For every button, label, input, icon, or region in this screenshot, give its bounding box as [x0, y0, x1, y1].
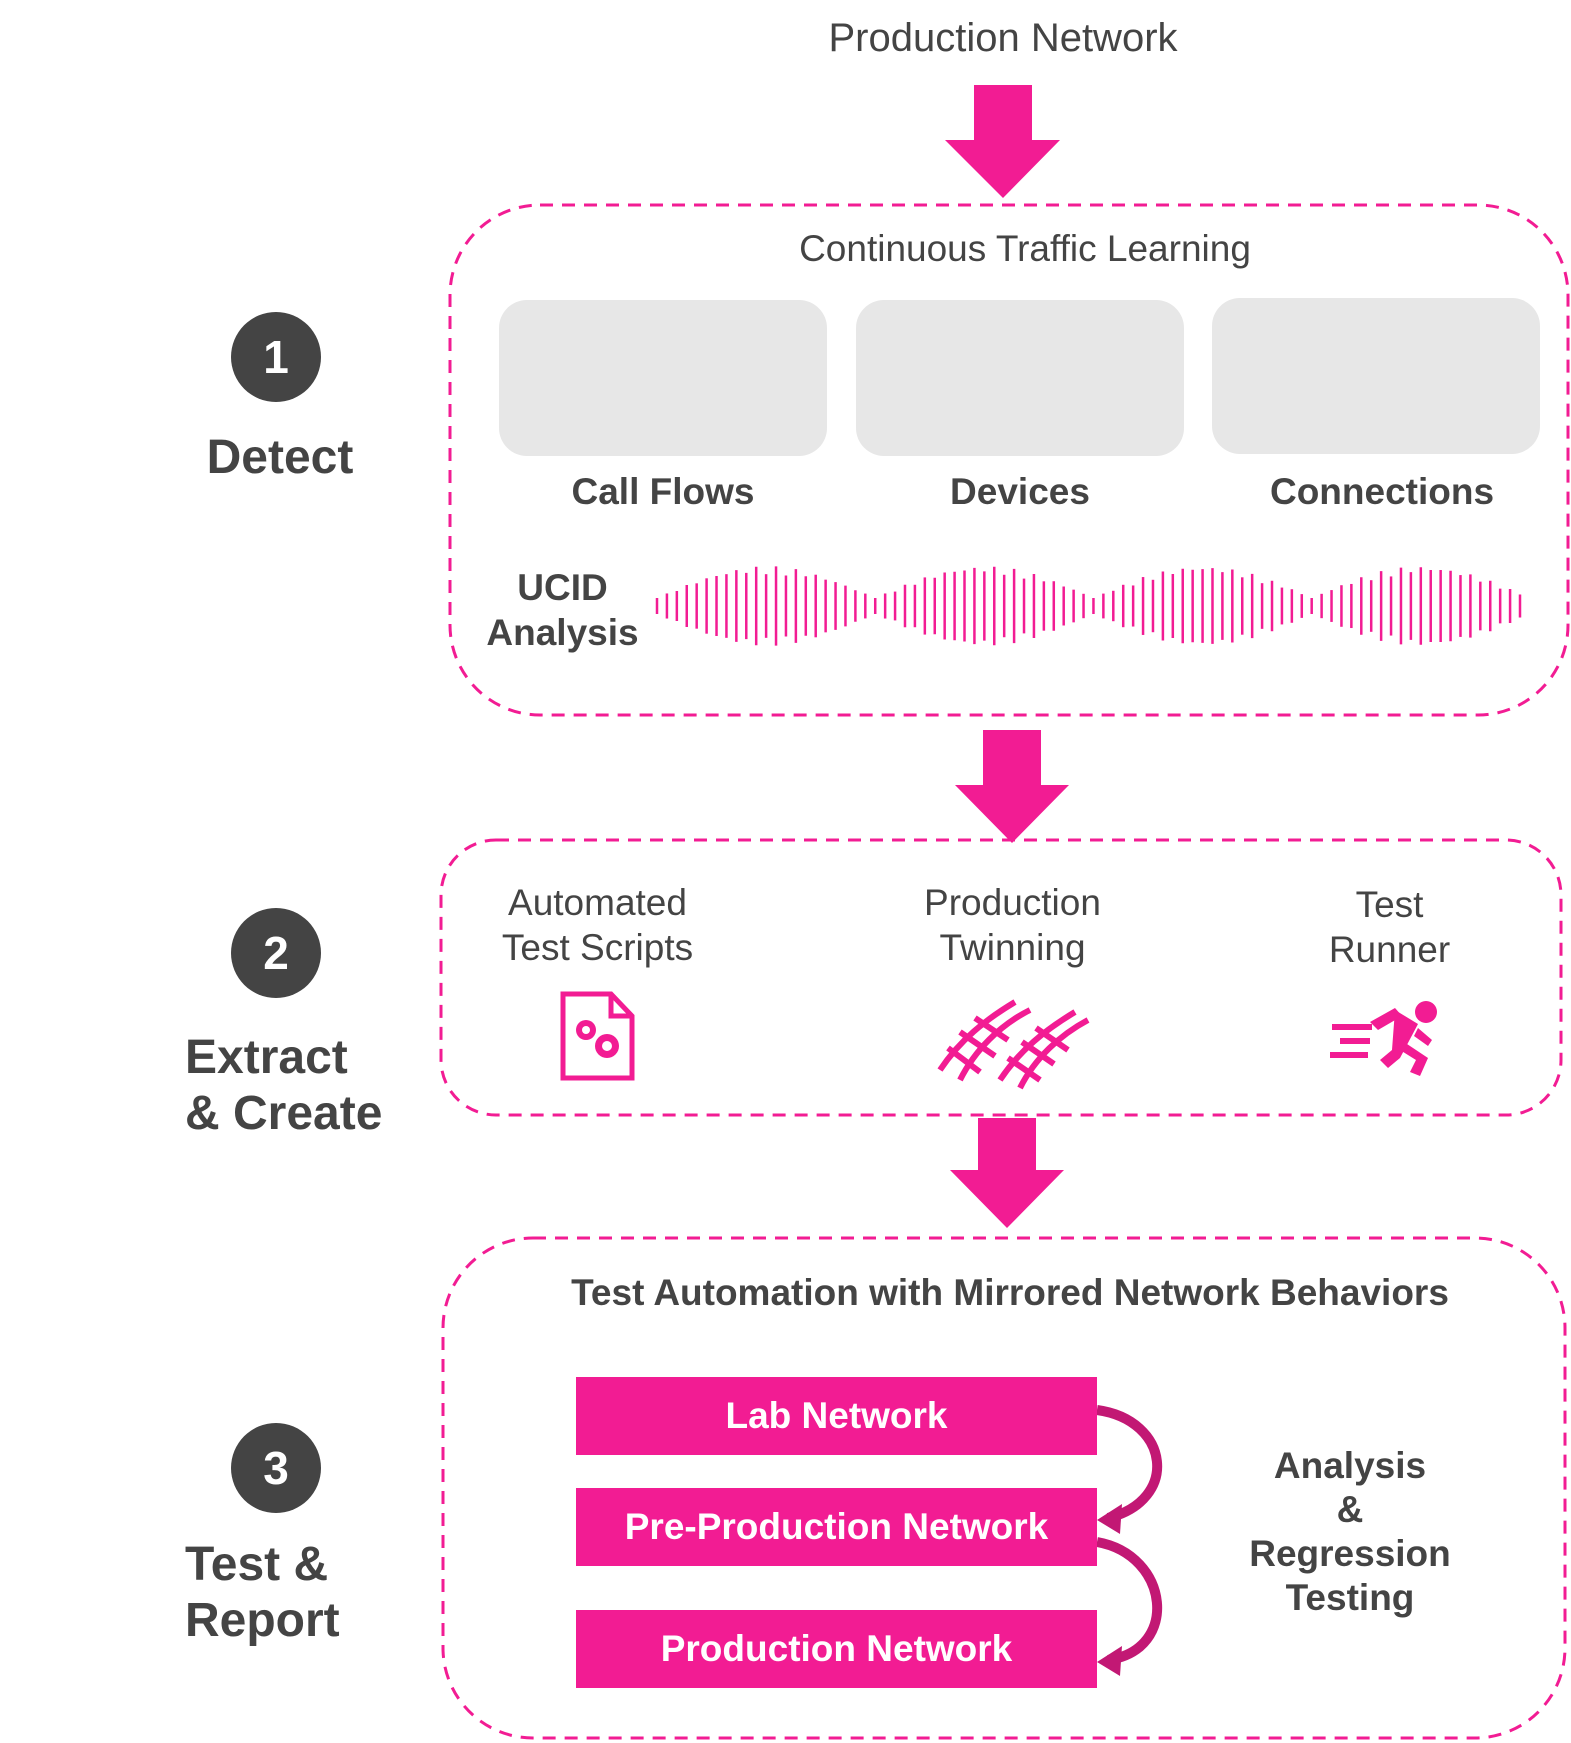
tile-label-call-flows: Call Flows: [571, 471, 755, 512]
step-3-badge: 3: [231, 1423, 321, 1513]
arrow-down-2: [955, 730, 1069, 843]
dna-icon: [937, 999, 1090, 1090]
step-3-label-line2: Report: [185, 1594, 340, 1647]
tile-connections: [1212, 298, 1540, 454]
pre-production-network-box: Pre-Production Network: [576, 1488, 1097, 1566]
runner-icon: [1330, 1001, 1437, 1076]
item-3-line1: Test: [1355, 884, 1424, 925]
step-1-badge: 1: [231, 312, 321, 402]
analysis-regression-label: Analysis & Regression Testing: [1230, 1444, 1470, 1620]
side-line4: Testing: [1285, 1577, 1415, 1618]
arrow-down-1: [945, 85, 1060, 198]
test-frame: [441, 1236, 1567, 1740]
step-3-label: Test & Report: [185, 1537, 340, 1649]
side-line2: &: [1336, 1489, 1364, 1530]
extract-frame: [439, 838, 1563, 1117]
ucid-label-line1: UCID: [517, 567, 608, 608]
step-2-label: Extract & Create: [185, 1030, 382, 1142]
item-3-line2: Runner: [1328, 929, 1451, 970]
detect-frame: [448, 203, 1570, 717]
tile-call-flows: [499, 300, 827, 456]
arrow-down-3: [950, 1118, 1064, 1228]
page-title: Production Network: [828, 16, 1178, 60]
step-2-label-line2: & Create: [185, 1087, 383, 1140]
item-production-twinning: Production Twinning: [885, 880, 1140, 970]
side-line1: Analysis: [1273, 1445, 1427, 1486]
ucid-label: UCID Analysis: [480, 565, 645, 655]
step-2-badge: 2: [231, 908, 321, 998]
ucid-waveform: [655, 566, 1522, 646]
item-2-line1: Production: [924, 882, 1101, 923]
tile-devices: [856, 300, 1184, 456]
item-automated-test-scripts: Automated Test Scripts: [470, 880, 725, 970]
tile-label-connections: Connections: [1269, 471, 1495, 512]
step-3-label-line1: Test &: [185, 1538, 329, 1591]
side-line3: Regression: [1249, 1533, 1451, 1574]
item-1-line2: Test Scripts: [501, 927, 694, 968]
item-1-line1: Automated: [508, 882, 687, 923]
curve-arrow-1: [1096, 1405, 1163, 1523]
tile-label-devices: Devices: [950, 471, 1090, 512]
curve-arrow-2: [1095, 1537, 1163, 1665]
lab-network-box: Lab Network: [576, 1377, 1097, 1455]
test-title: Test Automation with Mirrored Network Be…: [571, 1272, 1449, 1313]
detect-title: Continuous Traffic Learning: [799, 228, 1251, 269]
step-2-label-line1: Extract: [185, 1031, 348, 1084]
ucid-label-line2: Analysis: [486, 612, 639, 653]
script-gear-icon: [560, 991, 635, 1081]
step-1-label: Detect: [206, 431, 354, 484]
item-2-line2: Twinning: [939, 927, 1086, 968]
item-test-runner: Test Runner: [1262, 882, 1517, 972]
production-network-box: Production Network: [576, 1610, 1097, 1688]
